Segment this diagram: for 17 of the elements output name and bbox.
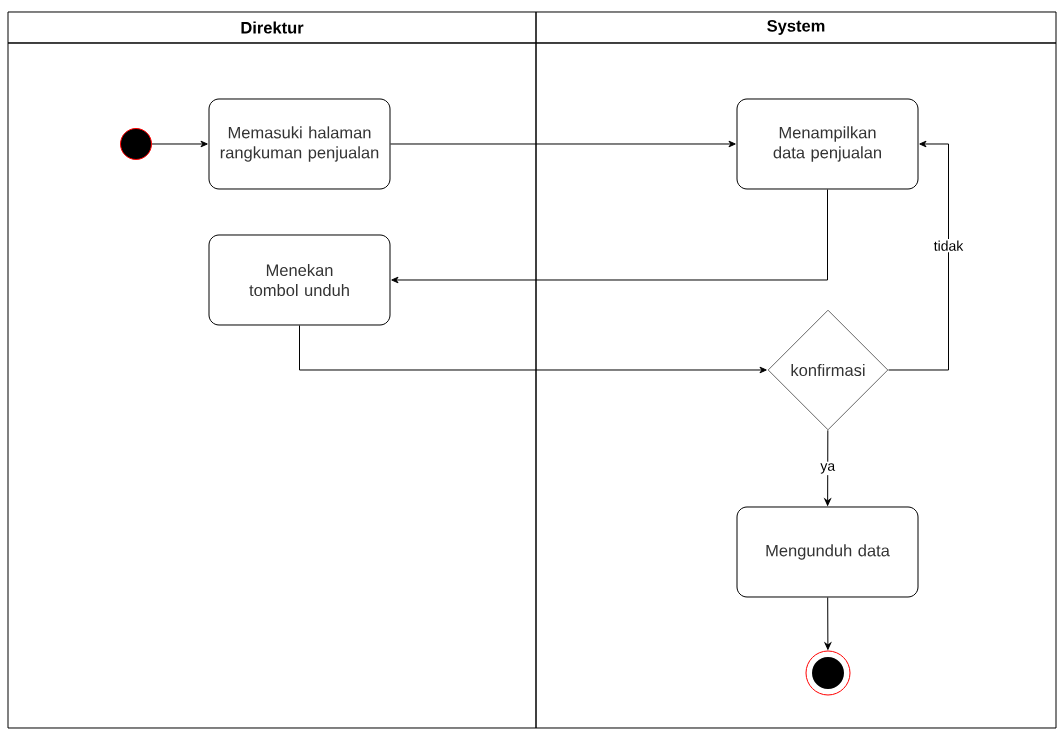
arrow (391, 189, 828, 284)
arrow (299, 325, 767, 374)
edge-label: tidak (932, 239, 965, 253)
end-node (805, 650, 851, 696)
arrow (151, 140, 208, 148)
arrow (888, 140, 949, 371)
activity-box: Menampilkan data penjualan (736, 98, 919, 190)
node-label: Direktur (241, 21, 304, 34)
activity-box: Mengunduh data (736, 506, 919, 598)
start-node (120, 128, 152, 160)
activity-box: Menekan tombol unduh (208, 234, 391, 326)
activity-box: Memasuki halaman rangkuman penjualan (208, 98, 391, 190)
arrow (390, 140, 736, 148)
arrow (824, 429, 831, 506)
edge-label: ya (818, 461, 837, 476)
node-label: System (767, 20, 825, 35)
arrow (824, 597, 832, 650)
